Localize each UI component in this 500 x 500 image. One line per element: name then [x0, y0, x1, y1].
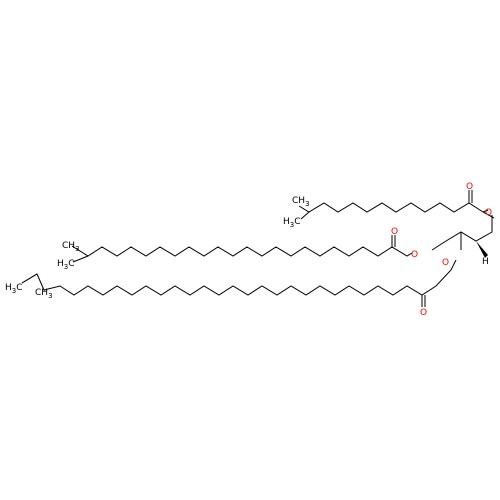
bond-chain-top [298, 202, 495, 219]
label-o-ester-top: O [485, 208, 492, 218]
label-h-stereo: H [482, 257, 489, 267]
bond-chain-mid [71, 245, 413, 257]
label-o-ester-mid: O [411, 250, 418, 260]
label-o-carbonyl-top: O [466, 182, 473, 192]
bond-ester-top [482, 209, 489, 213]
label-o-carbonyl-mid: O [391, 227, 398, 237]
label-ch3-bot-left: H3C [5, 283, 23, 295]
label-o-carbonyl-bot: O [420, 308, 427, 318]
label-o-ester-bot: O [442, 258, 449, 268]
bond-chain-bot [21, 259, 457, 296]
stereo-wedge [476, 241, 488, 258]
bond-glycerol [431, 215, 493, 251]
bond-bot-terminal [21, 273, 38, 284]
label-ch3-top-upper: CH3 [292, 196, 310, 208]
bond-top-branch [300, 211, 310, 220]
label-ch3-mid: CH3 [62, 241, 80, 253]
bond-mid-branch [72, 255, 89, 263]
label-ch3-bot-lower: CH3 [35, 288, 53, 300]
label-ch3-top-lower: H3C [283, 217, 301, 229]
label-ch3-mid-left: H3C [57, 259, 75, 271]
